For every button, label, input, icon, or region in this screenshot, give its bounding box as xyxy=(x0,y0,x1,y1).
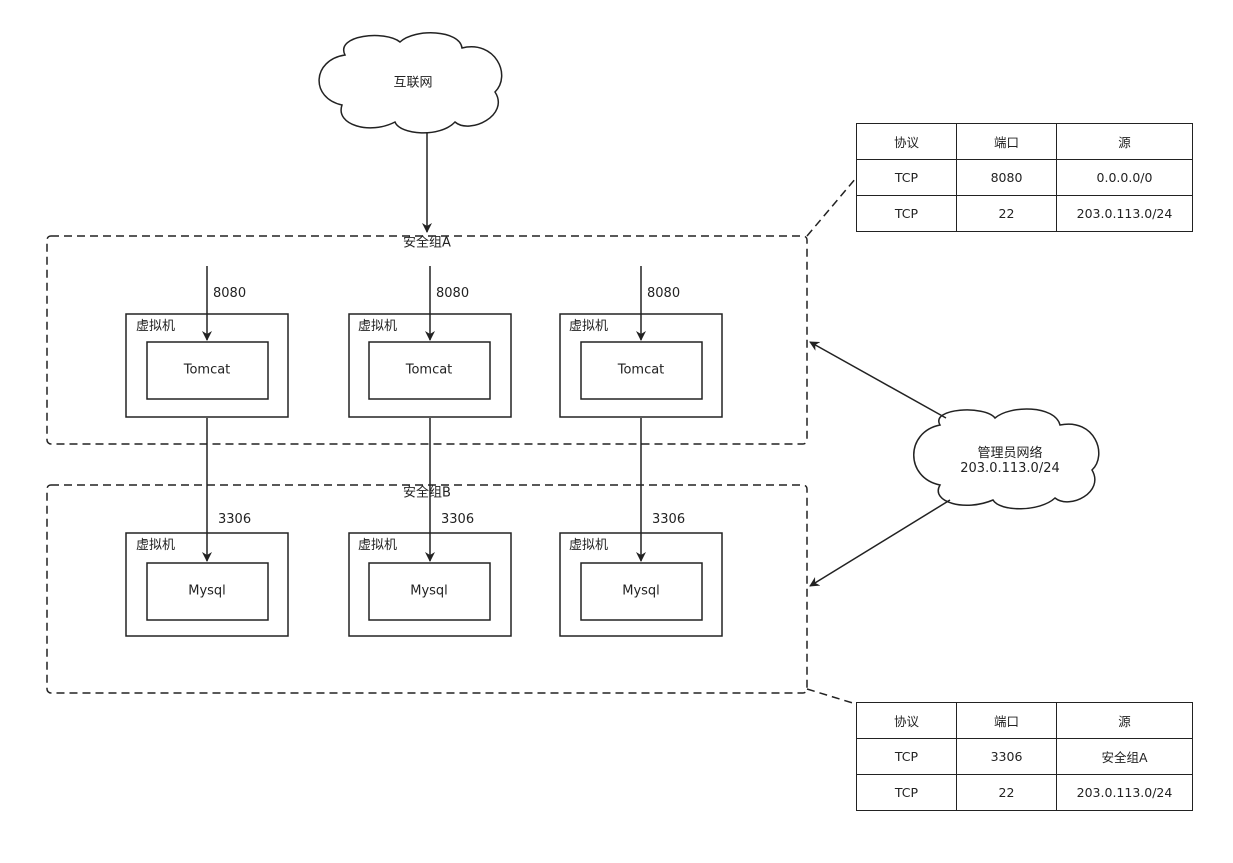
table-row: TCP 8080 0.0.0.0/0 xyxy=(856,159,1193,196)
vm-label: 虚拟机 xyxy=(358,319,398,334)
security-group-b-rules-table: 协议 端口 源 TCP 3306 安全组A TCP 22 203.0.113.0… xyxy=(856,702,1193,811)
table-cell: 203.0.113.0/24 xyxy=(1056,195,1193,232)
security-group-b-frame xyxy=(46,484,808,694)
internet-cloud xyxy=(318,32,503,134)
vm-label: 虚拟机 xyxy=(136,319,176,334)
table-cell: 22 xyxy=(956,195,1057,232)
table-header-row: 协议 端口 源 xyxy=(856,702,1193,739)
table-cell: 203.0.113.0/24 xyxy=(1056,774,1193,811)
table-cell: 22 xyxy=(956,774,1057,811)
admin-network-label: 管理员网络 203.0.113.0/24 xyxy=(960,446,1060,476)
table-header-cell: 源 xyxy=(1056,123,1193,160)
mysql-label: Mysql xyxy=(410,583,448,599)
security-group-a-frame xyxy=(46,235,808,445)
port-label: 3306 xyxy=(218,512,252,527)
table-cell: TCP xyxy=(856,159,957,196)
table-header-cell: 端口 xyxy=(956,702,1057,739)
table-cell: 8080 xyxy=(956,159,1057,196)
tomcat-label: Tomcat xyxy=(183,362,231,378)
table-row: TCP 3306 安全组A xyxy=(856,738,1193,775)
port-label: 3306 xyxy=(441,512,475,527)
table-cell: 3306 xyxy=(956,738,1057,775)
security-group-a-rules-table: 协议 端口 源 TCP 8080 0.0.0.0/0 TCP 22 203.0.… xyxy=(856,123,1193,232)
admin-network-cloud xyxy=(913,408,1100,510)
vm-label: 虚拟机 xyxy=(136,538,176,553)
table-cell: 安全组A xyxy=(1056,738,1193,775)
port-label: 8080 xyxy=(647,286,681,301)
table-cell: 0.0.0.0/0 xyxy=(1056,159,1193,196)
tomcat-label: Tomcat xyxy=(617,362,665,378)
table-row: TCP 22 203.0.113.0/24 xyxy=(856,195,1193,232)
table-cell: TCP xyxy=(856,738,957,775)
table-cell: TCP xyxy=(856,774,957,811)
table-header-cell: 协议 xyxy=(856,123,957,160)
table-header-cell: 协议 xyxy=(856,702,957,739)
mysql-label: Mysql xyxy=(622,583,660,599)
table-header-cell: 端口 xyxy=(956,123,1057,160)
port-label: 8080 xyxy=(213,286,247,301)
security-group-b-label: 安全组B xyxy=(403,485,451,501)
table-header-cell: 源 xyxy=(1056,702,1193,739)
table-row: TCP 22 203.0.113.0/24 xyxy=(856,774,1193,811)
table-header-row: 协议 端口 源 xyxy=(856,123,1193,160)
admin-network-name: 管理员网络 xyxy=(977,446,1043,461)
admin-network-cidr: 203.0.113.0/24 xyxy=(960,461,1060,476)
port-label: 3306 xyxy=(652,512,686,527)
vm-label: 虚拟机 xyxy=(569,319,609,334)
vm-label: 虚拟机 xyxy=(569,538,609,553)
tomcat-label: Tomcat xyxy=(405,362,453,378)
vm-label: 虚拟机 xyxy=(358,538,398,553)
table-cell: TCP xyxy=(856,195,957,232)
internet-label: 互联网 xyxy=(393,75,433,91)
security-group-a-label: 安全组A xyxy=(403,235,451,251)
mysql-label: Mysql xyxy=(188,583,226,599)
port-label: 8080 xyxy=(436,286,470,301)
